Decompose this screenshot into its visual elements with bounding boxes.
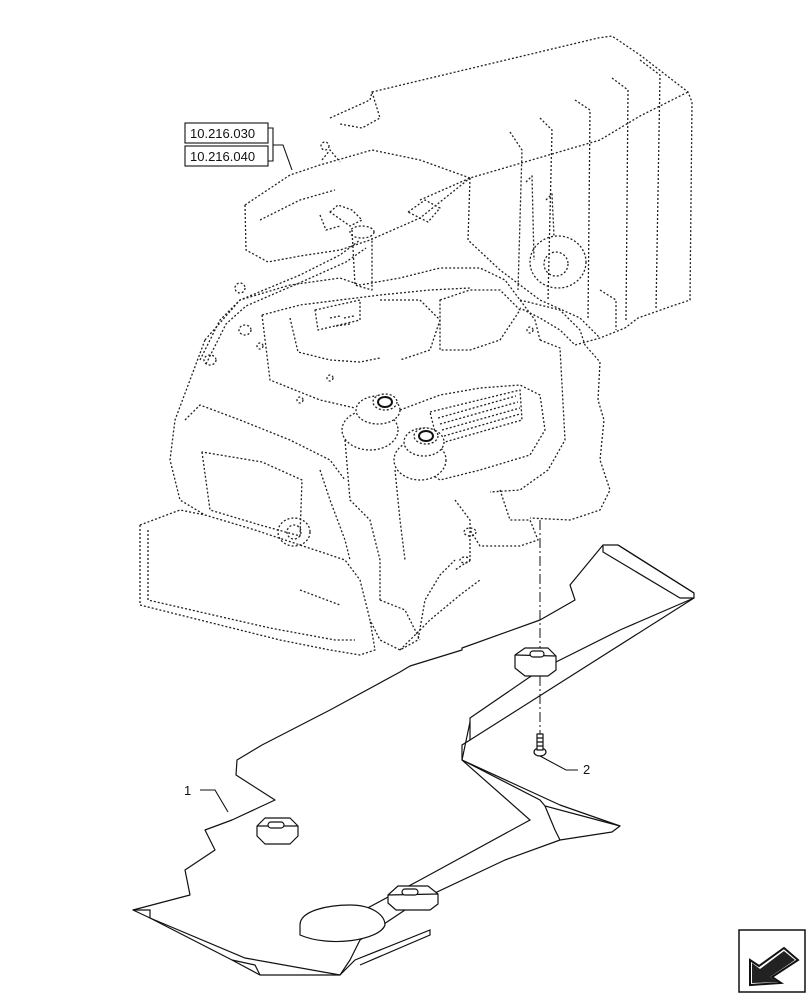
reference-labels	[184, 122, 293, 171]
arrow-icon[interactable]	[738, 929, 806, 993]
screw-part-2	[533, 520, 547, 757]
rubber-pad	[514, 647, 557, 677]
reference-10-216-040[interactable]: 10.216.040	[190, 149, 255, 164]
callout-2-leader	[539, 755, 578, 771]
callout-1[interactable]: 1	[184, 783, 191, 798]
reference-10-216-030[interactable]: 10.216.030	[190, 126, 255, 141]
guard-plate-part-1	[132, 544, 695, 976]
callout-1-leader	[200, 789, 229, 813]
transmission-housing-outline	[139, 35, 693, 656]
callout-2[interactable]: 2	[583, 762, 590, 777]
